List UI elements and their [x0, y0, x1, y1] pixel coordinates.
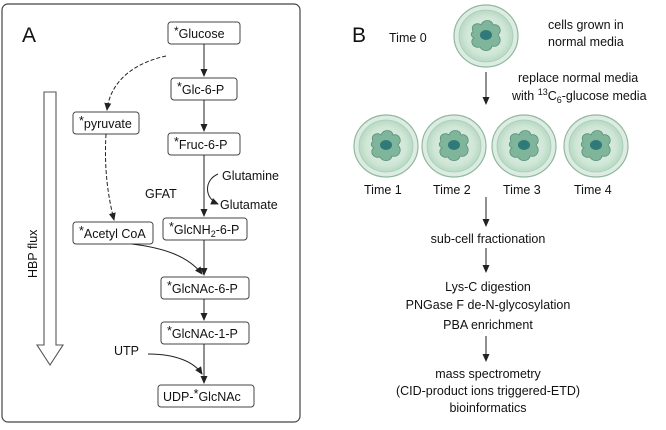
panel-a-frame: [1, 3, 301, 423]
step-fractionation: sub-cell fractionation: [431, 232, 546, 246]
node-glcnh2-6p: *GlcNH2-6-P: [162, 217, 248, 241]
pyruvate-text: pyruvate: [84, 117, 132, 131]
replace-post: -glucose media: [562, 89, 647, 103]
node-glcnac1p: *GlcNAc-1-P: [160, 321, 250, 345]
udp-text: GlcNAc: [198, 390, 240, 404]
udp-pre: UDP-: [163, 390, 194, 404]
svg-text:UDP-*GlcNAc: UDP-*GlcNAc: [163, 387, 241, 404]
panel-b-letter: B: [352, 24, 366, 47]
replace-line1: replace normal media: [518, 71, 638, 85]
svg-text:*GlcNH2-6-P: *GlcNH2-6-P: [169, 220, 239, 239]
panel-b: B Time 0 cells grown in normal media rep…: [352, 4, 647, 415]
glcnac1p-text: GlcNAc-1-P: [172, 327, 238, 341]
time4-label: Time 4: [574, 183, 612, 197]
step-digestion: Lys-C digestion: [445, 280, 531, 294]
pyruvate-star: *: [79, 114, 84, 128]
svg-text:*Fruc-6-P: *Fruc-6-P: [174, 135, 228, 152]
replace-sub: 6: [557, 95, 562, 105]
replace-mid: C: [548, 89, 557, 103]
svg-text:*GlcNAc-1-P: *GlcNAc-1-P: [167, 324, 238, 341]
panel-a-letter: A: [22, 24, 36, 47]
utp-label: UTP: [114, 344, 139, 358]
fruc6p-star: *: [174, 135, 179, 149]
glcnh2-post: -6-P: [216, 223, 240, 237]
acetylcoa-star: *: [79, 224, 84, 238]
time1-label: Time 1: [364, 183, 402, 197]
glc6p-text: Glc-6-P: [182, 83, 224, 97]
udp-star: *: [194, 387, 199, 401]
dish-time2: [421, 114, 487, 178]
replace-sup: 13: [538, 87, 548, 97]
svg-text:*GlcNAc-6-P: *GlcNAc-6-P: [167, 279, 238, 296]
node-udp-glcnac: UDP-*GlcNAc: [157, 384, 255, 408]
node-glc6p: *Glc-6-P: [170, 77, 238, 101]
glutamate-label: Glutamate: [220, 198, 278, 212]
arrow-utp: [147, 353, 203, 375]
dish-time0: [453, 4, 519, 68]
hbp-flux-label: HBP flux: [26, 229, 40, 278]
node-acetylcoa: *Acetyl CoA: [72, 221, 154, 245]
glcnh2-pre: GlcNH: [174, 223, 211, 237]
svg-text:*Glucose: *Glucose: [174, 24, 225, 41]
glutamine-label: Glutamine: [222, 169, 279, 183]
dish-time4: [563, 114, 629, 178]
panel-a: A HBP flux *Glucose *Glc-6-P *Fruc-6-P *…: [1, 3, 301, 423]
node-pyruvate: *pyruvate: [72, 111, 140, 135]
dish-time3: [491, 114, 557, 178]
dish-time1: [353, 114, 419, 178]
hbp-flux-arrow: [35, 91, 65, 367]
glucose-text: Glucose: [179, 27, 225, 41]
svg-text:*Acetyl CoA: *Acetyl CoA: [79, 224, 146, 241]
glcnac1p-star: *: [167, 324, 172, 338]
time2-label: Time 2: [433, 183, 471, 197]
fruc6p-text: Fruc-6-P: [179, 138, 228, 152]
arrow-pyruvate-acetylcoa: [104, 133, 116, 221]
step-bioinformatics: bioinformatics: [449, 401, 526, 415]
pathway-arrows: [104, 44, 219, 384]
glcnh2-sub: 2: [211, 229, 216, 239]
cells-line1: cells grown in: [548, 18, 624, 32]
arrow-acetylcoa-glcnac6p: [131, 243, 203, 275]
glc6p-star: *: [177, 80, 182, 94]
svg-text:*pyruvate: *pyruvate: [79, 114, 132, 131]
step-deglycosylation: PNGase F de-N-glycosylation: [406, 298, 571, 312]
glcnac6p-star: *: [167, 279, 172, 293]
time3-label: Time 3: [503, 183, 541, 197]
svg-text:*Glc-6-P: *Glc-6-P: [177, 80, 224, 97]
step-enrichment: PBA enrichment: [443, 318, 533, 332]
glcnh2-star: *: [169, 220, 174, 234]
node-glucose: *Glucose: [167, 21, 241, 45]
gfat-label: GFAT: [145, 187, 177, 201]
acetylcoa-text: Acetyl CoA: [84, 227, 146, 241]
step-cid-etd: (CID-product ions triggered-ETD): [396, 384, 580, 398]
node-fruc6p: *Fruc-6-P: [167, 132, 241, 156]
glcnac6p-text: GlcNAc-6-P: [172, 282, 238, 296]
step-mass-spec: mass spectrometry: [435, 367, 541, 381]
replace-pre: with: [511, 89, 538, 103]
arrow-glutamine-glutamate: [207, 173, 219, 205]
replace-line2: with 13C6-glucose media: [511, 87, 647, 105]
glucose-star: *: [174, 24, 179, 38]
time0-label: Time 0: [389, 31, 427, 45]
node-glcnac6p: *GlcNAc-6-P: [160, 276, 250, 300]
cells-line2: normal media: [548, 35, 624, 49]
